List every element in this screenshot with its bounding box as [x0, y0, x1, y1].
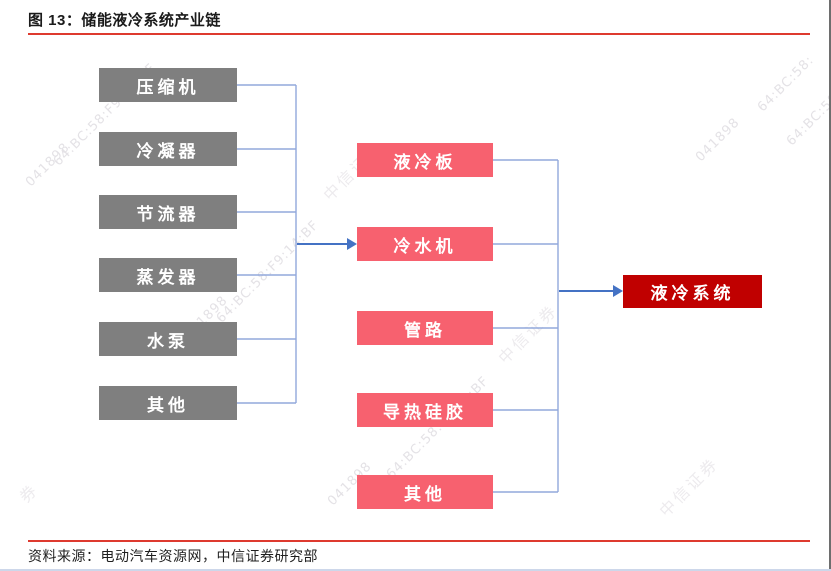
watermark-text: 64:BC:58:F9:14:BF: [383, 373, 493, 483]
node-condenser: 冷凝器: [99, 132, 237, 166]
watermark-text: 中信证券: [495, 301, 562, 368]
node-liquid-cooling-system: 液冷系统: [623, 275, 762, 308]
arrow-left-to-mid: [297, 238, 357, 250]
source-overline: [28, 540, 810, 542]
watermark-text: 64:BC:58:: [754, 52, 818, 116]
node-chiller: 冷水机: [357, 227, 493, 261]
node-left-other: 其他: [99, 386, 237, 420]
watermark-text: 041898: [693, 115, 743, 165]
watermark-text: 中信证券: [656, 454, 723, 521]
watermark-text: 券: [17, 481, 43, 507]
node-water-pump: 水泵: [99, 322, 237, 356]
page-bottom-edge: [0, 569, 831, 571]
watermark-text: 041898: [23, 140, 73, 190]
figure-title: 图 13：储能液冷系统产业链: [28, 12, 221, 29]
node-piping: 管路: [357, 311, 493, 345]
node-compressor: 压缩机: [99, 68, 237, 102]
node-mid-other: 其他: [357, 475, 493, 509]
watermark-text: 64:BC:58:: [783, 86, 831, 150]
arrow-mid-to-final: [559, 285, 623, 297]
page-right-edge: [829, 0, 831, 571]
node-evaporator: 蒸发器: [99, 258, 237, 292]
node-throttle: 节流器: [99, 195, 237, 229]
node-thermal-silicone: 导热硅胶: [357, 393, 493, 427]
title-underline: [28, 33, 810, 35]
source-note: 资料来源：电动汽车资源网，中信证券研究部: [28, 548, 318, 564]
node-liquid-cooling-plate: 液冷板: [357, 143, 493, 177]
